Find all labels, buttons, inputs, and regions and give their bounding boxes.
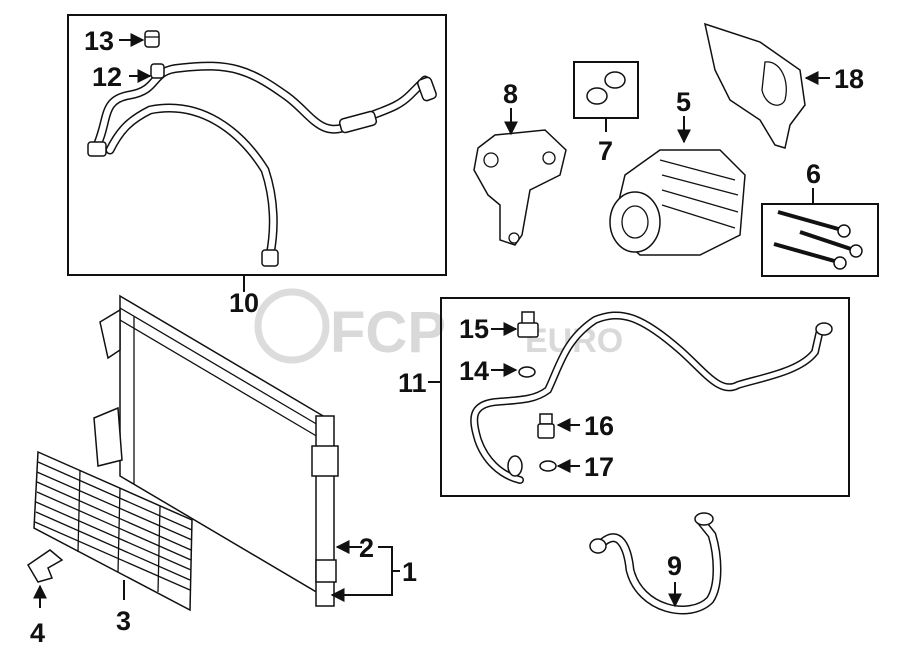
bolt-kit-box bbox=[761, 203, 879, 277]
cap-part-13 bbox=[144, 30, 160, 48]
callout-2: 2 bbox=[359, 533, 374, 563]
watermark: FCP EURO bbox=[254, 288, 623, 365]
grille-3 bbox=[33, 450, 193, 612]
sensor-16 bbox=[537, 413, 555, 439]
callout-6: 6 bbox=[806, 159, 821, 189]
callout-14: 14 bbox=[459, 356, 489, 386]
clip-4 bbox=[26, 549, 64, 583]
pressure-line-11 bbox=[470, 311, 833, 484]
cap-part-12 bbox=[150, 63, 165, 79]
pressure-switch-15 bbox=[517, 311, 539, 338]
hose-9 bbox=[589, 512, 722, 615]
callout-18: 18 bbox=[834, 64, 864, 94]
callout-13: 13 bbox=[84, 26, 114, 56]
callout-3: 3 bbox=[116, 606, 131, 636]
bolts-6 bbox=[773, 210, 863, 270]
callout-7: 7 bbox=[598, 136, 613, 166]
pressure-line-box bbox=[440, 297, 850, 497]
heat-shield-18 bbox=[703, 22, 806, 149]
hose-assembly-10 bbox=[87, 61, 437, 267]
cap-kit-7 bbox=[586, 71, 626, 105]
mounting-bracket-8 bbox=[473, 129, 567, 246]
condenser-1 bbox=[93, 294, 339, 607]
callout-15: 15 bbox=[459, 314, 489, 344]
watermark-brand: FCP bbox=[330, 300, 446, 365]
callout-11: 11 bbox=[398, 368, 427, 398]
callout-17: 17 bbox=[584, 452, 614, 482]
callout-9: 9 bbox=[667, 551, 682, 581]
ac-compressor-5 bbox=[609, 149, 746, 256]
callout-12: 12 bbox=[92, 62, 122, 92]
callout-10: 10 bbox=[229, 288, 259, 318]
callout-5: 5 bbox=[676, 87, 691, 117]
callout-16: 16 bbox=[584, 411, 614, 441]
callout-8: 8 bbox=[503, 79, 518, 109]
callout-1: 1 bbox=[402, 557, 417, 587]
o-ring-17 bbox=[539, 460, 557, 472]
callout-4: 4 bbox=[30, 618, 45, 648]
o-ring-14 bbox=[518, 366, 536, 378]
hose-group-box bbox=[67, 14, 447, 276]
cap-kit-box bbox=[573, 61, 639, 119]
